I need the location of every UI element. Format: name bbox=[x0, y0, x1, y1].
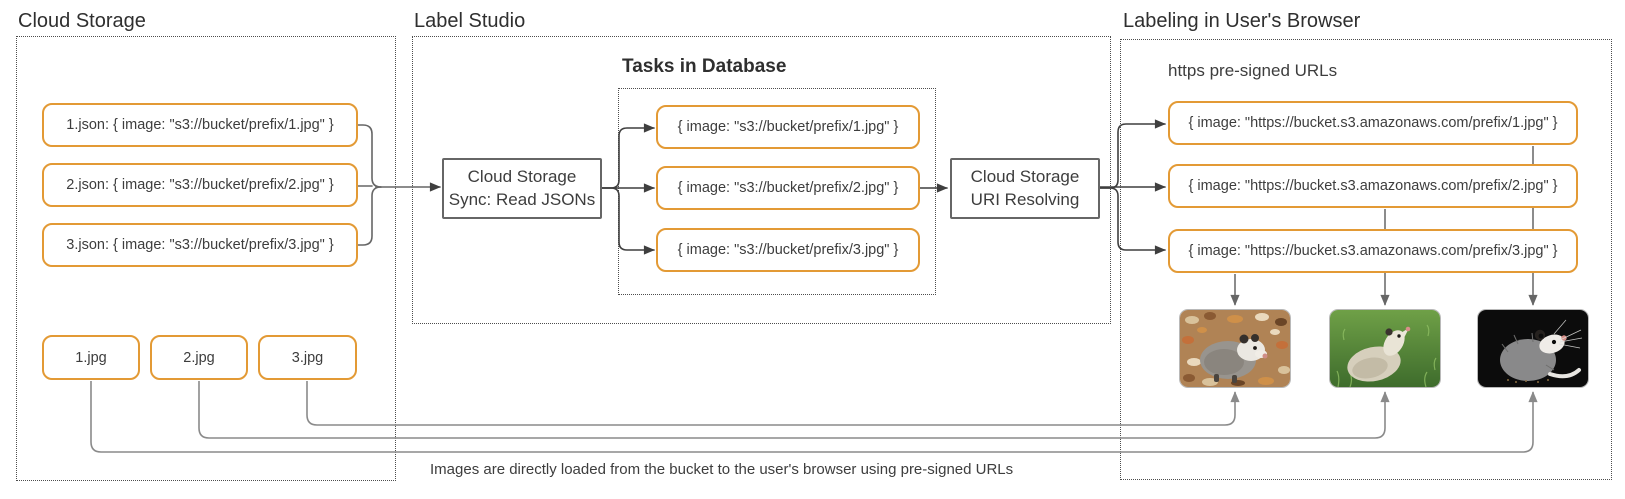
opossum-in-grass-illustration bbox=[1330, 310, 1440, 387]
json-file-node-2: 2.json: { image: "s3://bucket/prefix/2.j… bbox=[42, 163, 358, 207]
opossum-photo-2 bbox=[1330, 310, 1440, 387]
url-node-1: { image: "https://bucket.s3.amazonaws.co… bbox=[1168, 101, 1578, 145]
sync-box-line1: Cloud Storage bbox=[467, 166, 577, 186]
browser-section-title: Labeling in User's Browser bbox=[1123, 10, 1361, 32]
json-file-node-3: 3.json: { image: "s3://bucket/prefix/3.j… bbox=[42, 223, 358, 267]
bottom-caption: Images are directly loaded from the buck… bbox=[430, 461, 1014, 478]
cloud-storage-section-title: Cloud Storage bbox=[18, 10, 146, 32]
opossum-on-black-illustration bbox=[1478, 310, 1588, 387]
json-file-node-1: 1.json: { image: "s3://bucket/prefix/1.j… bbox=[42, 103, 358, 147]
task-node-1: { image: "s3://bucket/prefix/1.jpg" } bbox=[656, 105, 920, 149]
jpg-file-node-1: 1.jpg bbox=[42, 335, 140, 380]
cloud-storage-sync-box: Cloud Storage Sync: Read JSONs bbox=[442, 158, 602, 219]
url-node-2: { image: "https://bucket.s3.amazonaws.co… bbox=[1168, 164, 1578, 208]
browser-section-box bbox=[1120, 39, 1612, 480]
uri-resolving-box: Cloud Storage URI Resolving bbox=[950, 158, 1100, 219]
uri-to-urls-arrows bbox=[1099, 119, 1166, 255]
label-studio-section-box bbox=[412, 36, 1111, 324]
jpg-file-node-2: 2.jpg bbox=[150, 335, 248, 380]
url-node-3: { image: "https://bucket.s3.amazonaws.co… bbox=[1168, 229, 1578, 273]
tasks-in-database-title: Tasks in Database bbox=[622, 56, 787, 77]
opossum-photo-3 bbox=[1478, 310, 1588, 387]
opossum-on-leaves-illustration bbox=[1180, 310, 1290, 387]
sync-box-line2: Sync: Read JSONs bbox=[448, 189, 596, 209]
uri-box-line1: Cloud Storage bbox=[970, 166, 1080, 186]
opossum-photo-1 bbox=[1180, 310, 1290, 387]
presigned-urls-label: https pre-signed URLs bbox=[1168, 61, 1338, 80]
uri-box-line2: URI Resolving bbox=[970, 189, 1080, 209]
jpg-file-node-3: 3.jpg bbox=[258, 335, 357, 380]
task-node-3: { image: "s3://bucket/prefix/3.jpg" } bbox=[656, 228, 920, 272]
cloud-storage-section-box bbox=[16, 36, 396, 481]
json-merge-bracket bbox=[357, 124, 441, 246]
label-studio-section-title: Label Studio bbox=[414, 10, 526, 32]
jpg-to-photo-lines bbox=[90, 381, 1538, 453]
task-node-2: { image: "s3://bucket/prefix/2.jpg" } bbox=[656, 166, 920, 210]
sync-to-tasks-arrows bbox=[601, 123, 655, 255]
